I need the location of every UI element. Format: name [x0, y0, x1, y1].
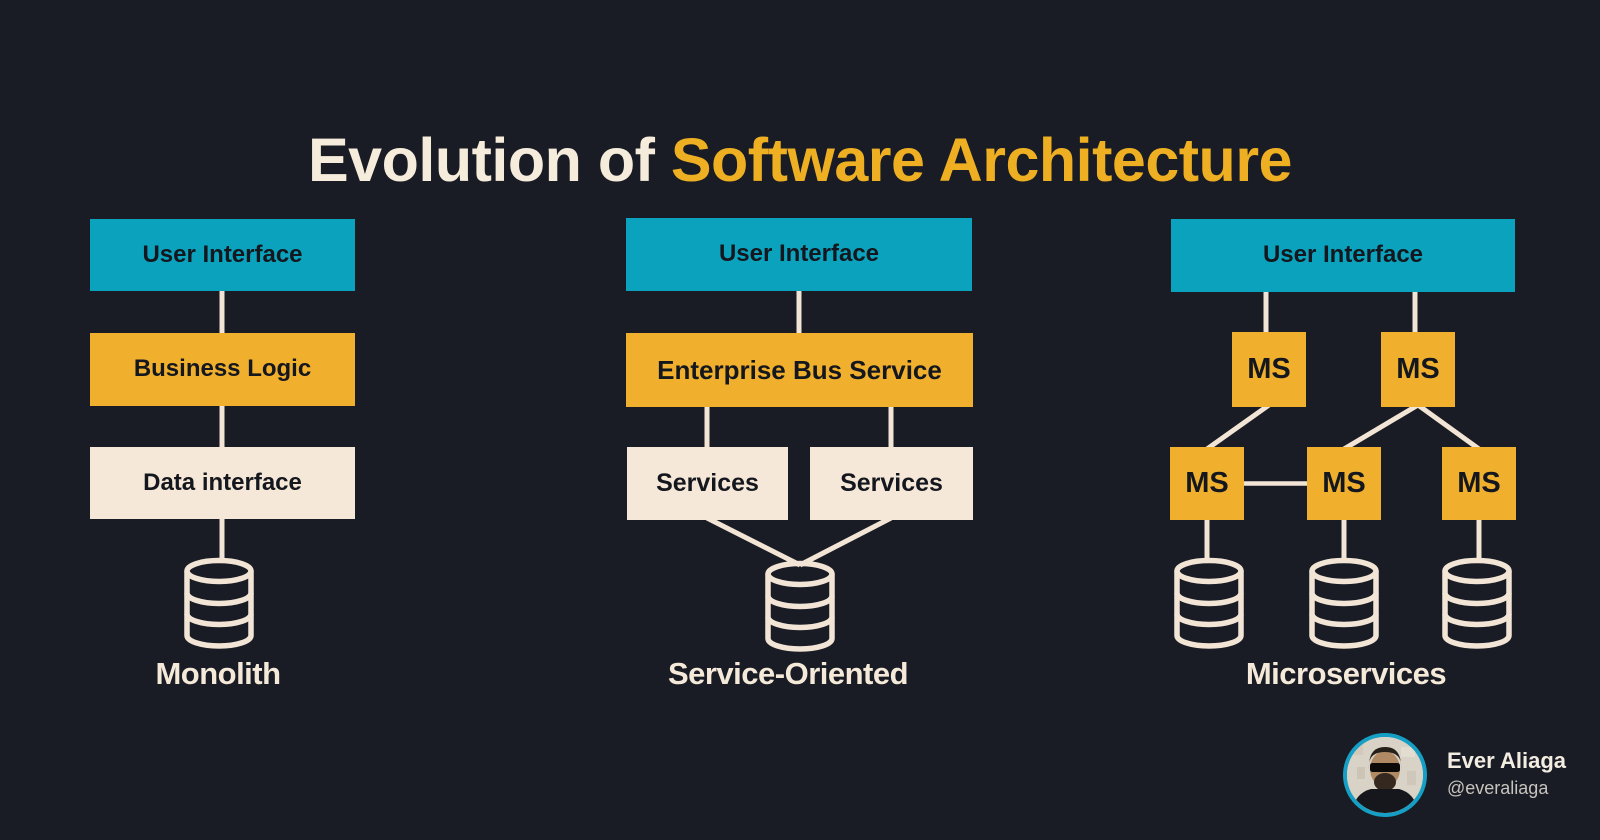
- microservices-label: Microservices: [1245, 656, 1447, 691]
- ms-box-row2-left: MS: [1170, 447, 1244, 520]
- database-icon: [1312, 561, 1376, 647]
- avatar-photo: [1347, 737, 1423, 813]
- database-icon: [1177, 561, 1241, 647]
- monolith-business-logic-box: Business Logic: [90, 333, 355, 406]
- service-oriented-label: Service-Oriented: [667, 656, 909, 691]
- title-prefix: Evolution of: [308, 125, 655, 194]
- database-icon: [1445, 561, 1509, 647]
- author-handle: @everaliaga: [1447, 778, 1549, 798]
- soa-services-box-right: Services: [810, 447, 973, 520]
- soa-services-box-left: Services: [627, 447, 788, 520]
- soa-enterprise-bus-box: Enterprise Bus Service: [626, 333, 973, 407]
- database-icon: [768, 564, 832, 650]
- monolith-user-interface-box: User Interface: [90, 219, 355, 291]
- monolith-label: Monolith: [155, 656, 281, 691]
- monolith-data-interface-box: Data interface: [90, 447, 355, 519]
- ms-box-row2-right: MS: [1442, 447, 1516, 520]
- avatar: [1343, 733, 1427, 817]
- author-name: Ever Aliaga: [1447, 748, 1567, 773]
- database-icon: [187, 561, 251, 647]
- soa-user-interface-box: User Interface: [626, 218, 972, 291]
- ms-box-row2-middle: MS: [1307, 447, 1381, 520]
- micro-user-interface-box: User Interface: [1171, 219, 1515, 292]
- ms-box-row1-left: MS: [1232, 332, 1306, 407]
- ms-box-row1-right: MS: [1381, 332, 1455, 407]
- title-highlight: Software Architecture: [670, 125, 1293, 194]
- attribution: Ever Aliaga @everaliaga: [1447, 748, 1566, 799]
